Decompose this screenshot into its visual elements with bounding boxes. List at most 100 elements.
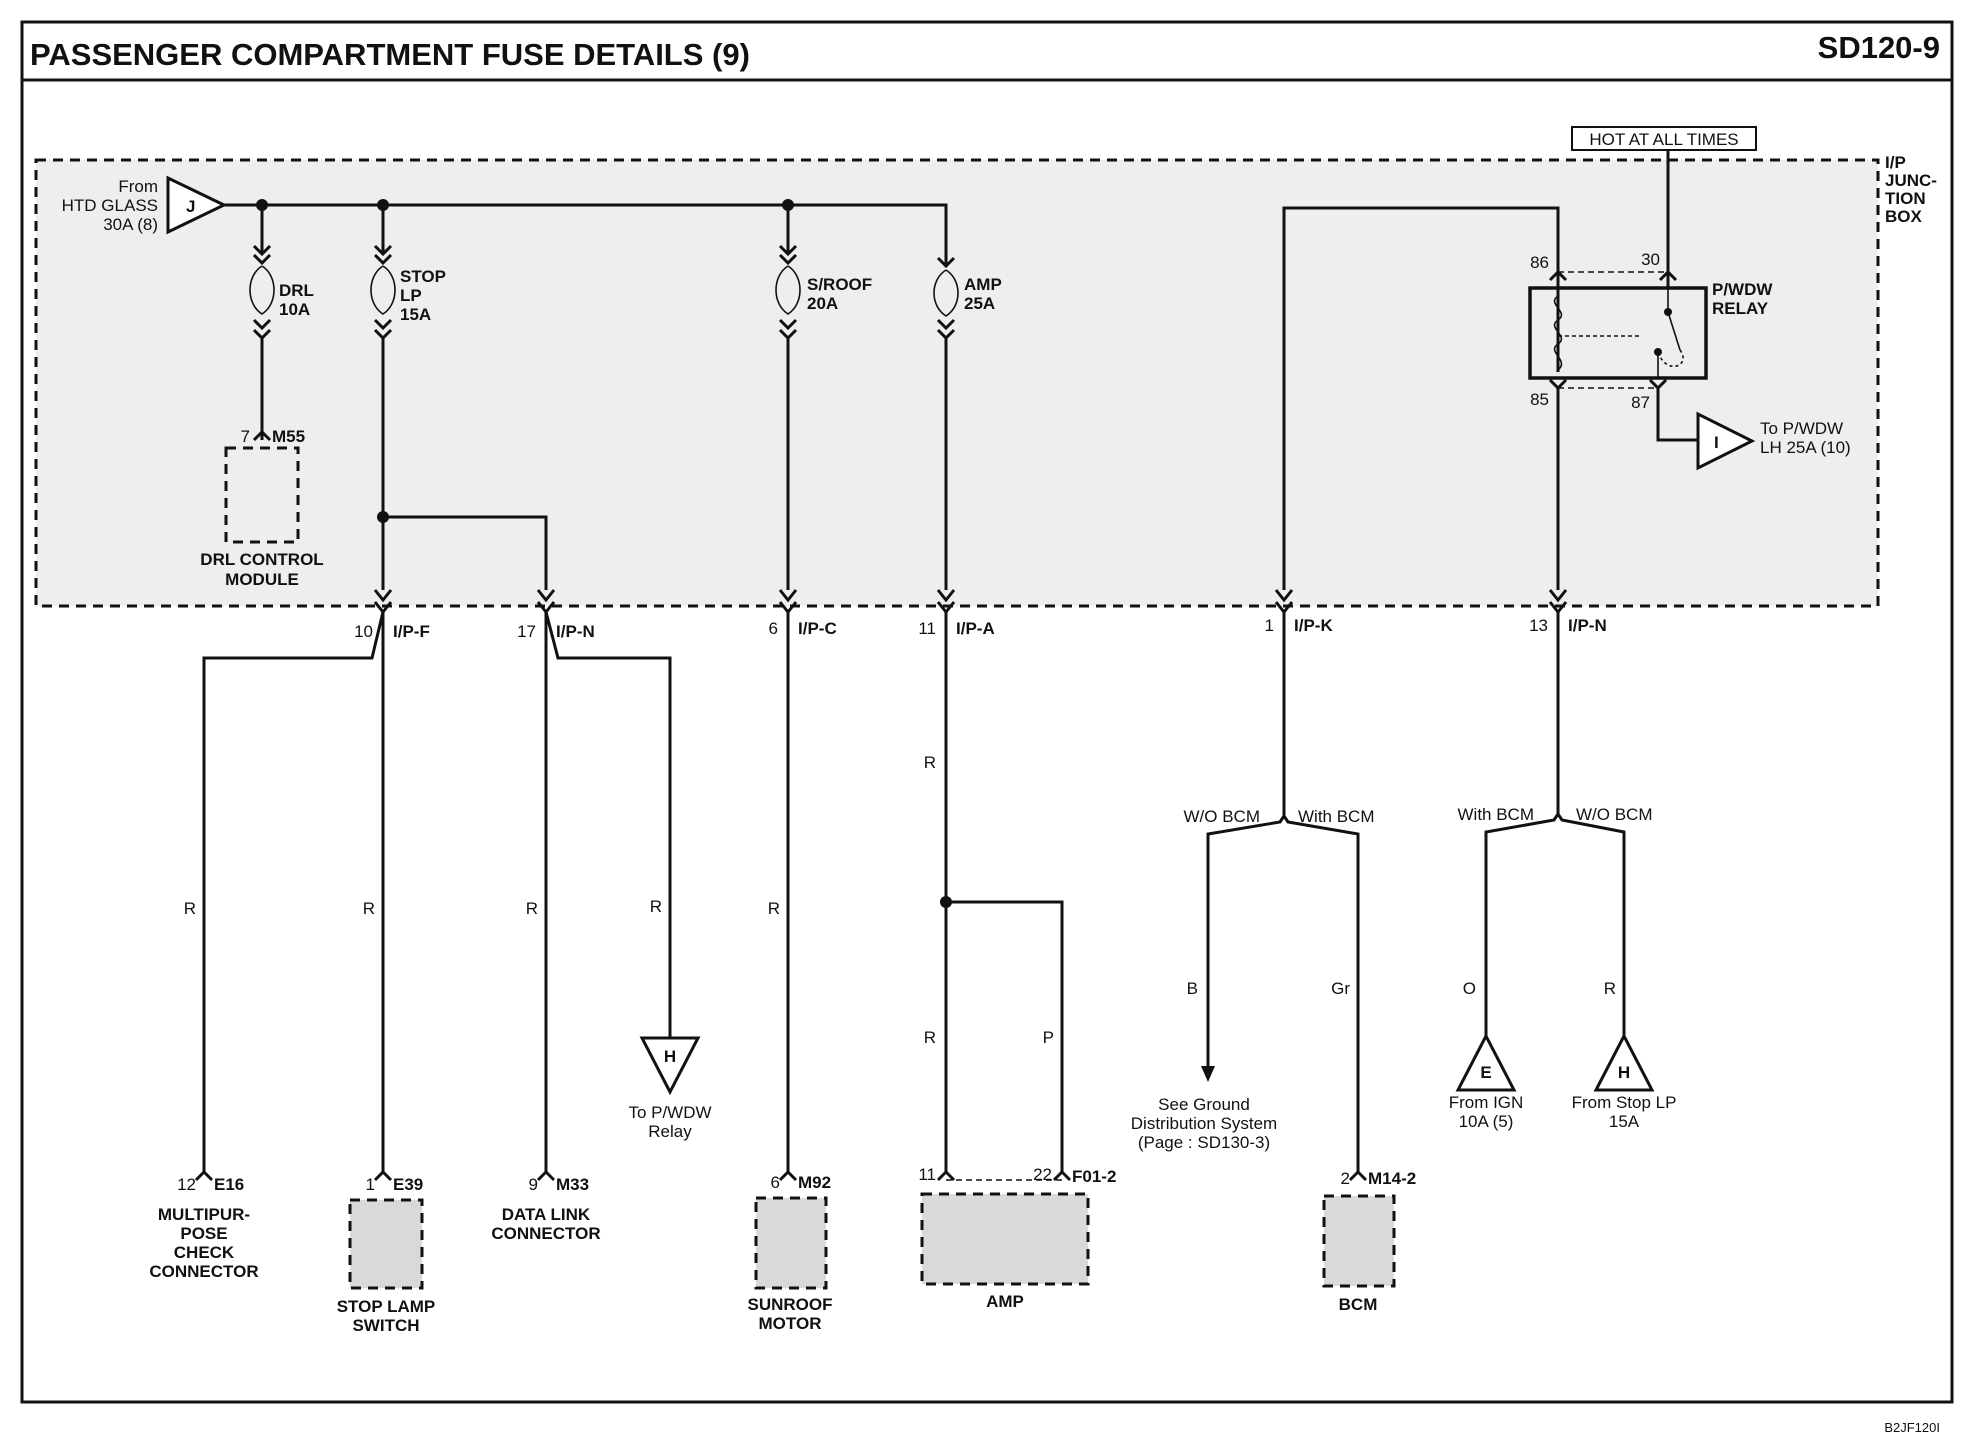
svg-text:H: H <box>664 1047 676 1066</box>
page-frame <box>20 20 1954 1404</box>
wire-color-labels: R R R R R R R P B Gr O R <box>184 753 1616 1047</box>
svg-text:87: 87 <box>1631 393 1650 412</box>
svg-text:STOP: STOP <box>400 267 446 286</box>
main-bus <box>224 203 948 264</box>
ip-connector-labels: 10 I/P-F 17 I/P-N 6 I/P-C 11 I/P-A 1 I/P… <box>354 616 1607 641</box>
variant-right-with: With BCM <box>1458 805 1535 824</box>
svg-text:From IGN: From IGN <box>1449 1093 1524 1112</box>
ground-arrow <box>1201 1066 1215 1082</box>
svg-text:Relay: Relay <box>648 1122 692 1141</box>
svg-text:AMP: AMP <box>964 275 1002 294</box>
data-link-connector: 9 M33 DATA LINK CONNECTOR <box>491 1169 601 1243</box>
svg-text:M33: M33 <box>556 1175 589 1194</box>
svg-text:BCM: BCM <box>1339 1295 1378 1314</box>
svg-text:I/P-N: I/P-N <box>556 622 595 641</box>
wire-pwdw-relay <box>544 611 672 1038</box>
wire-multipurpose <box>202 611 385 1172</box>
figure-code: B2JF120I <box>1884 1420 1940 1435</box>
junction-box-label: I/P JUNC- TION BOX <box>1885 153 1937 226</box>
svg-text:CONNECTOR: CONNECTOR <box>149 1262 258 1281</box>
svg-text:LP: LP <box>400 286 422 305</box>
variant-left-with: With BCM <box>1298 807 1375 826</box>
connector-tag-H2 <box>1593 1032 1655 1092</box>
svg-text:30: 30 <box>1641 250 1660 269</box>
offpage-pwdw-relay: H To P/WDW Relay <box>628 1036 712 1141</box>
svg-text:M55: M55 <box>272 427 305 446</box>
wire-amp-branch <box>946 900 1064 1172</box>
svg-text:I/P: I/P <box>1885 153 1906 172</box>
svg-text:RELAY: RELAY <box>1712 299 1769 318</box>
offpage-ign: E From IGN 10A (5) <box>1449 1032 1524 1131</box>
multipurpose-check-connector: 12 E16 MULTIPUR- POSE CHECK CONNECTOR <box>149 1169 259 1281</box>
svg-text:Gr: Gr <box>1331 979 1350 998</box>
drl-control-module: 7 M55 DRL CONTROL MODULE <box>200 427 323 589</box>
svg-text:R: R <box>363 899 375 918</box>
svg-text:85: 85 <box>1530 390 1549 409</box>
svg-text:E16: E16 <box>214 1175 244 1194</box>
hot-label-box <box>1571 126 1757 151</box>
sunroof-motor: 6 M92 SUNROOF MOTOR <box>748 1169 833 1333</box>
svg-text:I/P-K: I/P-K <box>1294 616 1333 635</box>
svg-text:15A: 15A <box>400 305 431 324</box>
svg-text:MODULE: MODULE <box>225 570 299 589</box>
svg-text:R: R <box>650 897 662 916</box>
svg-text:1: 1 <box>1265 616 1274 635</box>
fuse-amp: AMP 25A <box>933 256 1002 590</box>
variant-split-right <box>1484 811 1626 840</box>
variant-left-wo: W/O BCM <box>1184 807 1261 826</box>
svg-text:E39: E39 <box>393 1175 423 1194</box>
svg-text:From: From <box>118 177 158 196</box>
variant-right-wo: W/O BCM <box>1576 805 1653 824</box>
svg-text:B: B <box>1187 979 1198 998</box>
svg-text:Distribution System: Distribution System <box>1131 1114 1277 1133</box>
svg-text:I/P-A: I/P-A <box>956 619 995 638</box>
svg-text:11: 11 <box>918 1165 936 1184</box>
svg-text:See Ground: See Ground <box>1158 1095 1250 1114</box>
svg-text:86: 86 <box>1530 253 1549 272</box>
wire-relay-87 <box>1656 388 1698 442</box>
svg-text:CHECK: CHECK <box>174 1243 235 1262</box>
svg-text:F01-2: F01-2 <box>1072 1167 1116 1186</box>
svg-text:CONNECTOR: CONNECTOR <box>491 1224 600 1243</box>
wire-relay-86-feed <box>1282 206 1560 590</box>
svg-text:HTD GLASS: HTD GLASS <box>62 196 158 215</box>
junction-box-fill <box>36 160 1878 606</box>
input-source: From HTD GLASS 30A (8) J <box>62 175 228 235</box>
stop-lamp-switch: 1 E39 STOP LAMP SWITCH <box>337 1169 436 1335</box>
fuse-stop-lp: STOP LP 15A <box>370 205 446 590</box>
svg-text:I/P-F: I/P-F <box>393 622 430 641</box>
svg-text:STOP LAMP: STOP LAMP <box>337 1297 436 1316</box>
page-code: SD120-9 <box>1818 30 1940 65</box>
svg-text:S/ROOF: S/ROOF <box>807 275 872 294</box>
svg-text:9: 9 <box>529 1175 538 1194</box>
connector-tag-I <box>1696 411 1756 471</box>
pwdw-relay: P/WDW RELAY 86 30 85 87 <box>1528 250 1773 412</box>
svg-text:R: R <box>1604 979 1616 998</box>
svg-text:12: 12 <box>177 1175 196 1194</box>
svg-text:JUNC-: JUNC- <box>1885 171 1937 190</box>
fuse-drl: DRL 10A <box>249 205 314 440</box>
svg-text:BOX: BOX <box>1885 207 1923 226</box>
svg-text:15A: 15A <box>1609 1112 1640 1131</box>
svg-text:10A (5): 10A (5) <box>1459 1112 1514 1131</box>
page-title: PASSENGER COMPARTMENT FUSE DETAILS (9) <box>30 37 750 72</box>
svg-text:22: 22 <box>1033 1165 1052 1184</box>
amp-unit: 11 22 F01-2 AMP <box>918 1165 1116 1311</box>
svg-text:SUNROOF: SUNROOF <box>748 1295 833 1314</box>
variant-split-left <box>1206 813 1360 844</box>
svg-text:R: R <box>924 753 936 772</box>
svg-text:POSE: POSE <box>180 1224 227 1243</box>
svg-text:25A: 25A <box>964 294 995 313</box>
svg-text:TION: TION <box>1885 189 1926 208</box>
svg-text:7: 7 <box>241 427 250 446</box>
svg-text:From Stop LP: From Stop LP <box>1572 1093 1677 1112</box>
svg-text:R: R <box>768 899 780 918</box>
svg-text:R: R <box>526 899 538 918</box>
connector-tag-E <box>1455 1032 1517 1092</box>
junction-box-outline <box>34 158 1880 608</box>
svg-text:2: 2 <box>1341 1169 1350 1188</box>
svg-text:SWITCH: SWITCH <box>352 1316 419 1335</box>
relay-output-line1: To P/WDW <box>1760 419 1843 438</box>
svg-text:R: R <box>184 899 196 918</box>
svg-text:DRL: DRL <box>279 281 314 300</box>
